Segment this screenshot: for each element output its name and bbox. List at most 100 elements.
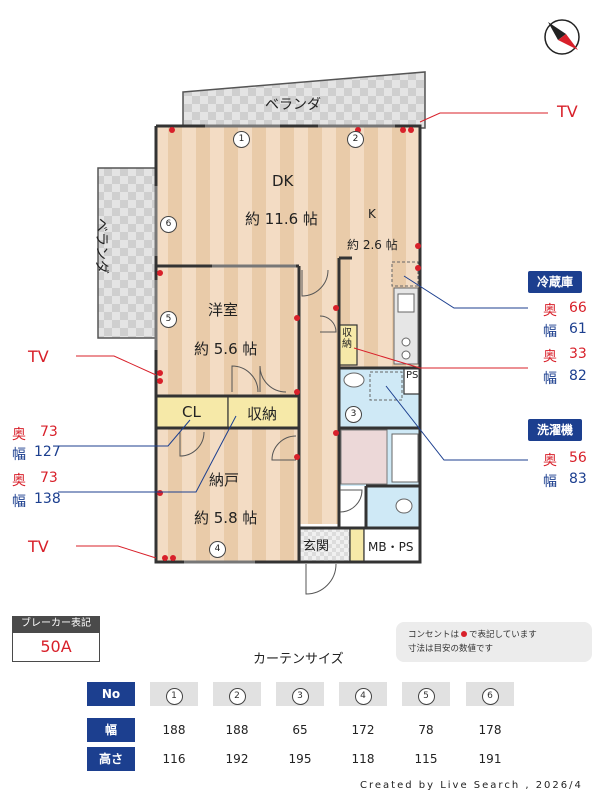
stove-icon <box>401 350 411 360</box>
storage-width-label: 幅 <box>543 371 557 387</box>
compass-icon <box>544 19 580 55</box>
footer-credit: Created by Live Search , 2026/4 <box>360 780 583 791</box>
curtain-widths-cell: 65 <box>276 718 324 742</box>
leader-lines <box>58 112 548 559</box>
fridge-depth: 66 <box>569 300 587 316</box>
nando-size: 約 5.8 帖 <box>194 509 258 527</box>
ps-label: PS <box>406 370 419 381</box>
storage-label: 収納 <box>247 405 278 423</box>
curtain-numbers-cell: 2 <box>213 682 261 706</box>
dk-floor <box>156 126 420 266</box>
fridge-width: 61 <box>569 321 587 337</box>
window-number-3: 3 <box>345 406 362 423</box>
tv-label-nando: TV <box>28 537 49 556</box>
stove-icon <box>401 337 411 347</box>
curtain-row-header: No <box>87 682 135 706</box>
curtain-row-header: 高さ <box>87 747 135 771</box>
window-number-2: 2 <box>347 131 364 148</box>
cl-width-label: 幅 <box>12 447 26 463</box>
curtain-row-header: 幅 <box>87 718 135 742</box>
western-size: 約 5.6 帖 <box>194 340 258 358</box>
dk-size: 約 11.6 帖 <box>245 210 318 228</box>
curtain-numbers-cell: 6 <box>466 682 514 706</box>
curtain-numbers-cell: 5 <box>402 682 450 706</box>
veranda-left-label: ベランダ <box>93 218 109 274</box>
western-name: 洋室 <box>208 301 239 319</box>
curtain-widths-cell: 78 <box>402 718 450 742</box>
curtain-widths-cell: 172 <box>339 718 387 742</box>
cl-label: CL <box>182 403 201 421</box>
cl-width: 127 <box>34 444 61 460</box>
curtain-widths-cell: 188 <box>150 718 198 742</box>
curtain-number-circle: 6 <box>481 688 499 705</box>
note-line2: 寸法は目安の数値です <box>408 644 494 654</box>
curtain-widths-cell: 188 <box>213 718 261 742</box>
curtain-heights-cell: 192 <box>213 747 261 771</box>
entrance-label: 玄関 <box>303 539 330 554</box>
curtain-heights-cell: 115 <box>402 747 450 771</box>
curtain-number-circle: 2 <box>228 688 246 705</box>
outlets <box>157 127 421 561</box>
breaker-label: ブレーカー表記 <box>12 616 100 632</box>
windows <box>154 124 395 564</box>
window-number-6: 6 <box>160 216 177 233</box>
washer-space <box>369 371 403 401</box>
curtain-widths-cell: 178 <box>466 718 514 742</box>
window-number-1: 1 <box>233 131 250 148</box>
curtain-numbers-cell: 4 <box>339 682 387 706</box>
storage-width: 82 <box>569 368 587 384</box>
tv-label-western: TV <box>28 347 49 366</box>
outlet-dot-icon <box>461 631 468 637</box>
note-line1a: コンセントは <box>408 630 460 640</box>
curtain-number-circle: 4 <box>354 688 372 705</box>
cl-depth: 73 <box>40 424 58 440</box>
storage2-depth-label: 奥 <box>12 473 26 489</box>
curtain-number-circle: 5 <box>417 688 435 705</box>
legend-note: コンセントはで表記しています 寸法は目安の数値です <box>396 622 592 662</box>
nando-name: 納戸 <box>209 471 240 489</box>
curtain-heights-cell: 116 <box>150 747 198 771</box>
dk-name: DK <box>272 172 294 190</box>
fridge-space <box>391 261 419 287</box>
fridge-width-label: 幅 <box>543 324 557 340</box>
bath-room-left <box>340 429 388 485</box>
washer-title: 洗濯機 <box>528 419 582 441</box>
hall-floor <box>299 266 339 524</box>
fridge-depth-label: 奥 <box>543 303 557 319</box>
doors <box>179 269 363 595</box>
curtain-numbers-cell: 1 <box>150 682 198 706</box>
sink-icon <box>397 293 415 313</box>
bathtub <box>391 433 419 483</box>
wash-basin <box>343 372 365 388</box>
storage2-width-label: 幅 <box>12 494 26 510</box>
curtain-number-circle: 1 <box>165 688 183 705</box>
curtain-number-circle: 3 <box>291 688 309 705</box>
cl-depth-label: 奥 <box>12 427 26 443</box>
veranda-left-area <box>97 167 157 339</box>
washer-depth-label: 奥 <box>543 453 557 469</box>
breaker-value: 50A <box>12 632 100 662</box>
storage-depth-label: 奥 <box>543 349 557 365</box>
fridge-title: 冷蔵庫 <box>528 271 582 293</box>
storage2-width: 138 <box>34 491 61 507</box>
k-name: K <box>368 207 376 221</box>
window-number-4: 4 <box>209 541 226 558</box>
curtain-heights-cell: 191 <box>466 747 514 771</box>
entrance-area <box>299 527 351 563</box>
mbps-label: MB・PS <box>368 540 414 554</box>
washer-width: 83 <box>569 471 587 487</box>
storage2-depth: 73 <box>40 470 58 486</box>
curtain-numbers-cell: 3 <box>276 682 324 706</box>
veranda-top-label: ベランダ <box>265 97 321 113</box>
tv-label-dk: TV <box>557 102 578 121</box>
washer-width-label: 幅 <box>543 474 557 490</box>
note-line1b: で表記しています <box>469 630 537 640</box>
veranda-top-area <box>182 71 426 129</box>
storage-depth: 33 <box>569 346 587 362</box>
curtain-heights-cell: 118 <box>339 747 387 771</box>
nando-floor <box>156 428 299 562</box>
window-number-5: 5 <box>160 311 177 328</box>
western-floor <box>156 266 299 396</box>
shoe-box <box>349 527 365 563</box>
